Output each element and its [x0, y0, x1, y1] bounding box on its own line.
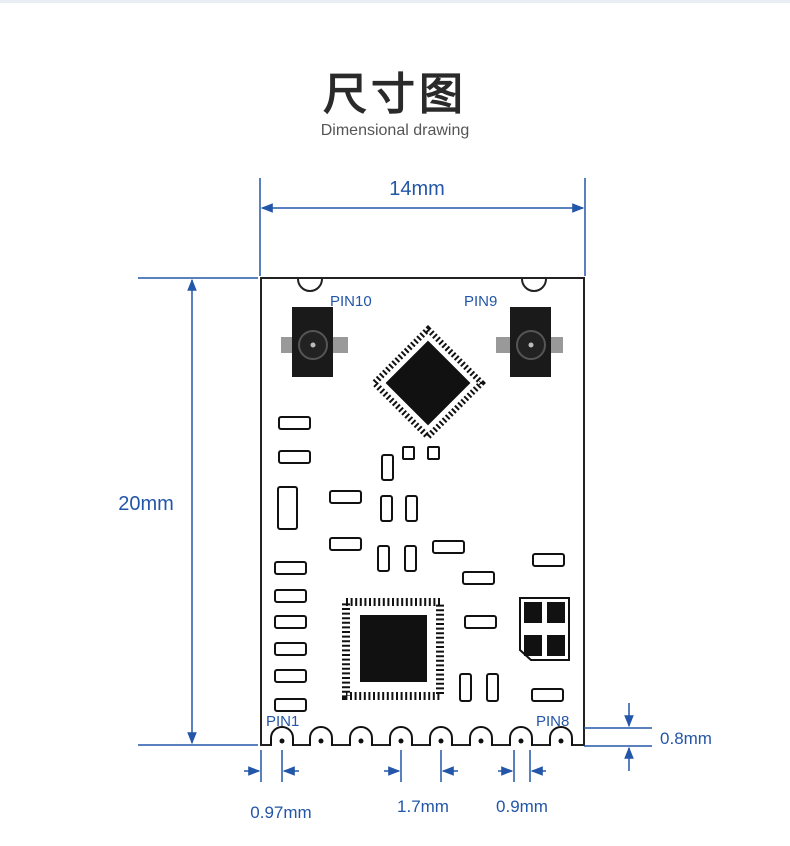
bottom-dimension-lines: [244, 703, 652, 782]
resistor-r18: [464, 615, 497, 629]
top-notch-right: [521, 278, 547, 292]
pin9-label: PIN9: [464, 293, 497, 310]
pin-edge-offset-label: 0.97mm: [250, 803, 311, 822]
capacitor-c4: [459, 673, 472, 702]
resistor-r1: [278, 416, 311, 430]
resistor-r10: [380, 495, 393, 522]
pin-pitch-label: 1.7mm: [397, 797, 449, 816]
pad-7: [509, 726, 533, 746]
castellated-pads: [270, 726, 573, 746]
width-dimension: 14mm: [259, 178, 586, 276]
resistor-r16: [432, 540, 465, 554]
resistor-r4: [274, 589, 307, 603]
resistor-r2: [278, 450, 311, 464]
qfn-chip-rotated: [370, 325, 486, 441]
pin10-label: PIN10: [330, 293, 372, 310]
height-dimension: 20mm: [118, 277, 258, 746]
page-title: 尺寸图: [323, 69, 467, 120]
pad-8: [549, 726, 573, 746]
resistor-r15: [329, 537, 362, 551]
resistor-r11: [405, 495, 418, 522]
pad-3: [349, 726, 373, 746]
pad-1: [270, 726, 294, 746]
resistor-r12: [377, 545, 390, 572]
resistor-r3: [274, 561, 307, 575]
resistor-r6: [274, 642, 307, 656]
width-label: 14mm: [389, 178, 445, 200]
top-notch-left: [297, 278, 323, 292]
resistor-r7: [274, 669, 307, 683]
antenna-connector-left: [281, 307, 348, 377]
pin8-label: PIN8: [536, 713, 569, 730]
capacitor-c1: [277, 486, 298, 530]
pad-6: [469, 726, 493, 746]
resistor-r17: [462, 571, 495, 585]
resistor-r14: [329, 490, 362, 504]
antenna-connector-right: [496, 307, 563, 377]
capacitor-c2: [402, 446, 415, 460]
resistor-r13: [404, 545, 417, 572]
page-subtitle: Dimensional drawing: [320, 122, 470, 139]
crystal-component: [519, 597, 570, 661]
resistor-r8: [274, 698, 307, 712]
pad-height-label: 0.8mm: [660, 729, 712, 748]
passive-components: [274, 416, 565, 712]
pin1-label: PIN1: [266, 713, 299, 730]
height-label: 20mm: [118, 493, 174, 515]
resistor-r19: [532, 553, 565, 567]
resistor-r5: [274, 615, 307, 629]
top-divider: [0, 0, 790, 3]
main-qfn-chip: [342, 598, 444, 700]
pad-5: [429, 726, 453, 746]
pad-4: [389, 726, 413, 746]
pad-2: [309, 726, 333, 746]
pad-holes: [279, 738, 564, 744]
capacitor-c5: [486, 673, 499, 702]
resistor-r20: [531, 688, 564, 702]
resistor-r9: [381, 454, 394, 481]
capacitor-c3: [427, 446, 440, 460]
pad-width-label: 0.9mm: [496, 797, 548, 816]
